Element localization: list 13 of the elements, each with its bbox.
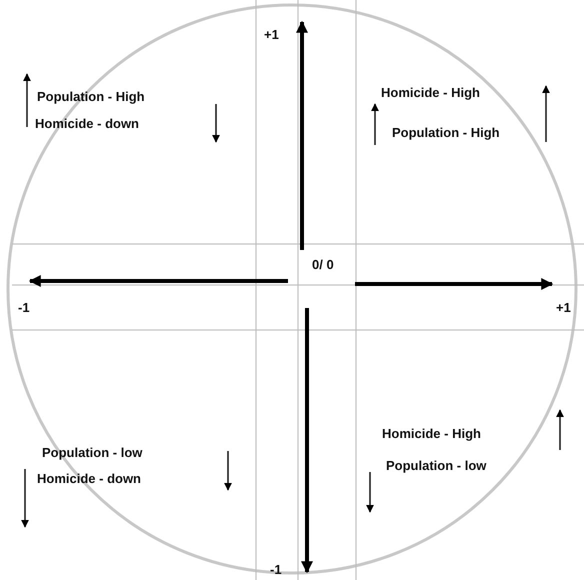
quadrant-label: Homicide - down [35, 116, 139, 131]
quadrant-label: Population - low [386, 458, 486, 473]
quadrant-label: Homicide - High [381, 85, 480, 100]
quadrant-label: Population - High [392, 125, 500, 140]
quadrant-label: Population - low [42, 445, 142, 460]
axis-label: -1 [270, 562, 282, 577]
quadrant-label: Homicide - High [382, 426, 481, 441]
quadrant-label: Population - High [37, 89, 145, 104]
quadrant-label: Homicide - down [37, 471, 141, 486]
axis-label: -1 [18, 300, 30, 315]
axis-label: +1 [556, 300, 571, 315]
origin-label: 0/ 0 [312, 257, 334, 272]
axis-label: +1 [264, 27, 279, 42]
